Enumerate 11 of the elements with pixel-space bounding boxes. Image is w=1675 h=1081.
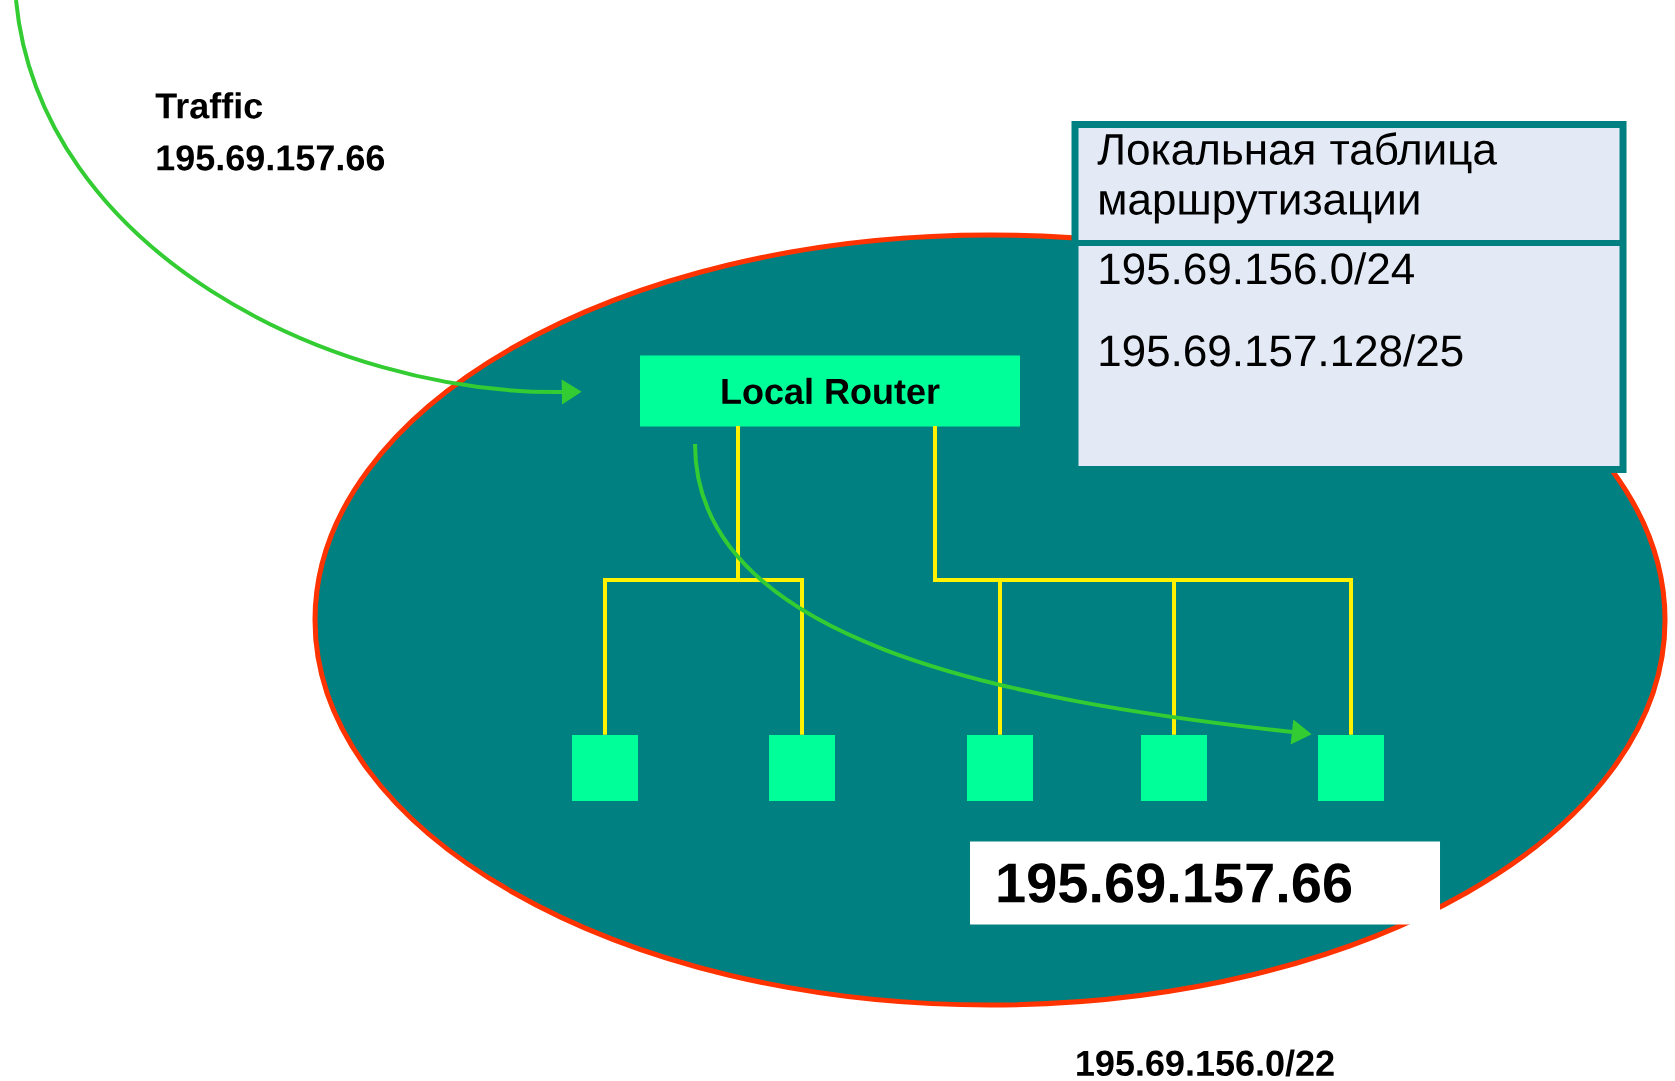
connector-line — [933, 426, 1353, 735]
network-address: 195.69.156.0/22 — [1077, 1049, 1334, 1077]
host-square — [1318, 735, 1384, 801]
host-square — [967, 735, 1033, 801]
host-square — [769, 735, 835, 801]
host-square — [572, 735, 638, 801]
edge-label: Traffic 195.69.157.66 — [155, 92, 385, 171]
host-square — [1141, 735, 1207, 801]
routing-table: Локальная таблица маршрутизации 195.69.156.0/24 195.69.157.128/25 — [1071, 121, 1627, 473]
connector-line — [736, 426, 804, 735]
router-box: Local Router — [640, 355, 1020, 427]
